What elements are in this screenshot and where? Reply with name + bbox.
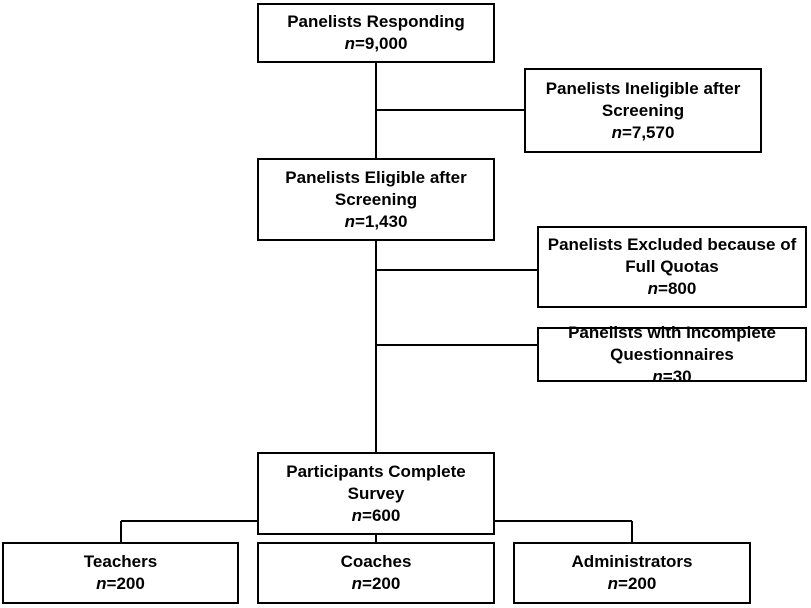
box-title: Panelists Eligible after Screening (285, 167, 467, 209)
coaches-box: Coaches n=200 (257, 542, 495, 604)
box-title: Participants Complete Survey (286, 461, 466, 503)
box-title: Panelists Excluded because of Full Quota… (547, 235, 797, 276)
panelists-incomplete-box: Panelists with Incomplete Questionnaires… (537, 323, 807, 386)
n-label: n (647, 279, 659, 298)
box-title: Panelists Ineligible after Screening (545, 78, 741, 120)
n-label: n (96, 574, 107, 593)
box-count: n=9,000 (345, 33, 408, 55)
n-value: =600 (362, 505, 401, 525)
administrators-box: Administrators n=200 (513, 542, 751, 604)
panelists-eligible-box: Panelists Eligible after Screening n=1,4… (257, 158, 495, 241)
n-label: n (351, 505, 363, 525)
box-count: n=7,570 (612, 122, 675, 144)
n-value: =200 (106, 574, 145, 593)
n-value: =200 (362, 574, 401, 593)
box-title: Administrators (571, 552, 693, 571)
box-count: n=1,430 (345, 211, 408, 233)
box-count: n=200 (352, 573, 401, 595)
teachers-box: Teachers n=200 (2, 542, 239, 604)
box-title: Coaches (340, 552, 412, 571)
box-title: Panelists Responding (287, 12, 465, 31)
panelists-responding-box: Panelists Responding n=9,000 (257, 3, 495, 63)
panelists-ineligible-box: Panelists Ineligible after Screening n=7… (524, 68, 762, 153)
panelists-excluded-box: Panelists Excluded because of Full Quota… (537, 226, 807, 308)
box-title: Panelists with Incomplete Questionnaires (568, 322, 776, 364)
box-count: n=200 (96, 573, 145, 595)
n-value: =7,570 (621, 122, 675, 142)
n-label: n (351, 574, 363, 593)
participants-complete-box: Participants Complete Survey n=600 (257, 452, 495, 535)
box-count: n=600 (352, 505, 401, 527)
n-label: n (652, 366, 663, 386)
box-count: n=800 (648, 278, 697, 300)
n-value: =30 (662, 366, 692, 386)
n-label: n (607, 574, 619, 593)
n-label: n (344, 211, 355, 231)
box-count: n=30 (652, 366, 691, 388)
n-label: n (344, 34, 355, 53)
box-count: n=200 (608, 573, 657, 595)
n-value: =800 (658, 279, 697, 298)
n-label: n (611, 122, 622, 142)
n-value: =1,430 (354, 211, 408, 231)
n-value: =200 (618, 574, 657, 593)
n-value: =9,000 (354, 34, 408, 53)
box-title: Teachers (83, 552, 158, 571)
